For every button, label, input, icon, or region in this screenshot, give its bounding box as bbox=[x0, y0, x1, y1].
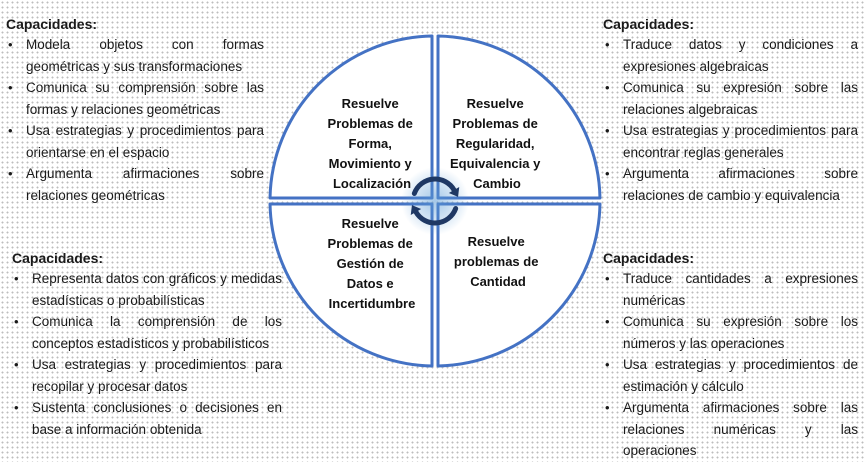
list-item: Usa estrategias y procedimientos para re… bbox=[12, 354, 282, 397]
capacidades-panel-regularidad: Capacidades: Traduce datos y condiciones… bbox=[603, 14, 858, 206]
capacidades-list: Traduce cantidades a expresiones numéric… bbox=[603, 268, 858, 462]
capacidades-panel-forma: Capacidades: Modela objetos con formas g… bbox=[6, 14, 264, 206]
cycle-arrows-icon bbox=[401, 167, 469, 235]
list-item: Modela objetos con formas geométricas y … bbox=[6, 34, 264, 77]
list-item: Usa estrategias y procedimientos para or… bbox=[6, 120, 264, 163]
list-item: Representa datos con gráficos y medidas … bbox=[12, 268, 282, 311]
capacidades-panel-cantidad: Capacidades: Traduce cantidades a expres… bbox=[603, 248, 858, 462]
list-item: Comunica su comprensión sobre las formas… bbox=[6, 77, 264, 120]
svg-text:Resuelve Problemas de: Resuelve Problemas de Regularidad, Equiv… bbox=[450, 96, 544, 191]
list-item: Comunica la comprensión de los conceptos… bbox=[12, 311, 282, 354]
wheel-quadrants bbox=[268, 34, 602, 368]
capacidades-list: Representa datos con gráficos y medidas … bbox=[12, 268, 282, 440]
list-item: Comunica su expresión sobre las relacion… bbox=[603, 77, 858, 120]
quadrant-label-forma: Resuelve Problemas de Forma, Movimiento … bbox=[328, 96, 417, 191]
list-item: Traduce datos y condiciones a expresione… bbox=[603, 34, 858, 77]
quadrant-top-right bbox=[436, 34, 602, 200]
competencias-wheel: Resuelve Problemas de Forma, Movimiento … bbox=[268, 34, 602, 368]
cycle-arrow-upper bbox=[411, 176, 457, 196]
cycle-arrow-lower bbox=[413, 206, 459, 226]
cycle-arrow-lower-head bbox=[410, 205, 422, 215]
list-item: Usa estrategias y procedimientos de esti… bbox=[603, 354, 858, 397]
list-item: Sustenta conclusiones o decisiones en ba… bbox=[12, 397, 282, 440]
svg-text:Resuelve problemas de: Resuelve problemas de Cantidad bbox=[454, 234, 542, 289]
capacidades-list: Modela objetos con formas geométricas y … bbox=[6, 34, 264, 206]
panel-title: Capacidades: bbox=[12, 250, 104, 266]
quadrant-top-left bbox=[268, 34, 434, 200]
list-item: Argumenta afirmaciones sobre relaciones … bbox=[603, 163, 858, 206]
capacidades-list: Traduce datos y condiciones a expresione… bbox=[603, 34, 858, 206]
quadrant-bottom-right bbox=[436, 202, 602, 368]
panel-title: Capacidades: bbox=[603, 16, 695, 32]
capacidades-panel-datos: Capacidades: Representa datos con gráfic… bbox=[12, 248, 282, 440]
list-item: Usa estrategias y procedimientos para en… bbox=[603, 120, 858, 163]
svg-text:Resuelve Problemas de: Resuelve Problemas de Forma, Movimiento … bbox=[328, 96, 417, 191]
panel-title: Capacidades: bbox=[603, 250, 695, 266]
panel-title: Capacidades: bbox=[6, 16, 98, 32]
quadrant-label-datos: Resuelve Problemas de Gestión de Datos e… bbox=[328, 216, 417, 311]
svg-text:Resuelve Problemas de: Resuelve Problemas de Gestión de Datos e… bbox=[328, 216, 417, 311]
quadrant-label-cantidad: Resuelve problemas de Cantidad bbox=[454, 234, 542, 289]
quadrant-label-regularidad: Resuelve Problemas de Regularidad, Equiv… bbox=[450, 96, 544, 191]
quadrant-bottom-left bbox=[268, 202, 434, 368]
list-item: Argumenta afirmaciones sobre las relacio… bbox=[603, 397, 858, 462]
cycle-arrow-upper-head bbox=[448, 187, 460, 197]
list-item: Argumenta afirmaciones sobre relaciones … bbox=[6, 163, 264, 206]
list-item: Traduce cantidades a expresiones numéric… bbox=[603, 268, 858, 311]
list-item: Comunica su expresión sobre los números … bbox=[603, 311, 858, 354]
